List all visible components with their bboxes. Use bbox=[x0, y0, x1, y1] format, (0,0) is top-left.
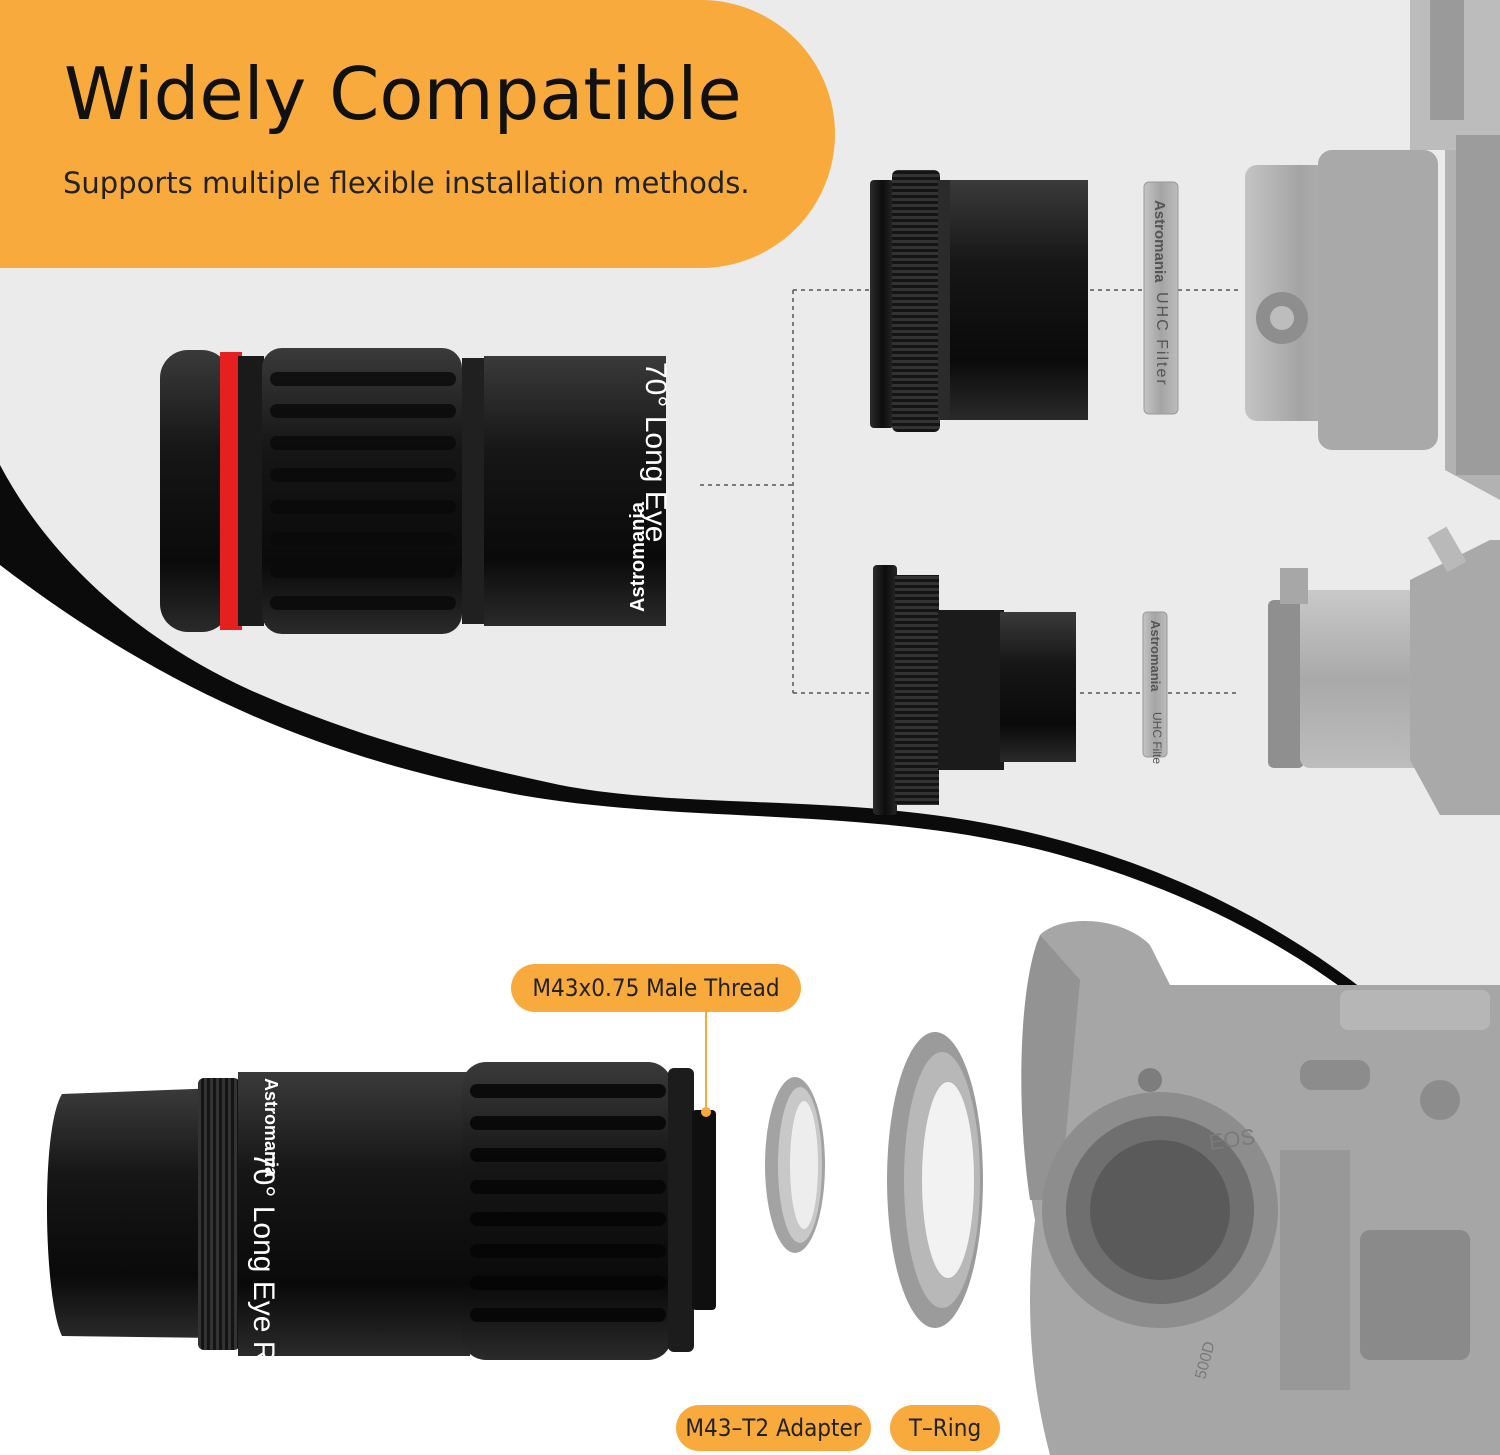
adapter-2inch bbox=[870, 170, 1088, 432]
callout-tring-label: T–Ring bbox=[890, 1405, 1000, 1451]
eyepiece-top-spec: 70° Long Eye bbox=[639, 362, 672, 542]
eyepiece-bottom-brand: Astromania bbox=[261, 1078, 281, 1178]
eyepiece-top-brand: Astromania bbox=[627, 501, 649, 612]
eyepiece-nose bbox=[484, 356, 666, 626]
page-subtitle: Supports multiple flexible installation … bbox=[63, 166, 750, 200]
uhc-filter-lower: Astromania UHC Filte bbox=[1142, 611, 1168, 764]
uhc-filter-upper-brand: Astromania bbox=[1151, 200, 1168, 283]
eyepiece-top: 70° Long Eye Astromania bbox=[160, 348, 672, 634]
eyepiece-bottom: Astromania 70° Long Eye Re bbox=[46, 1012, 716, 1379]
locking-ring bbox=[198, 1078, 240, 1350]
uhc-filter-upper-label: UHC Filter bbox=[1153, 292, 1170, 387]
t-ring bbox=[887, 1032, 983, 1328]
adapter-1-25inch bbox=[873, 565, 1076, 815]
eyecup bbox=[160, 350, 230, 632]
uhc-filter-lower-label: UHC Filte bbox=[1150, 712, 1164, 764]
eyepiece-bottom-spec: 70° Long Eye Re bbox=[247, 1152, 280, 1379]
star-diagonal-lower bbox=[1268, 526, 1500, 815]
m43-t2-adapter bbox=[765, 1077, 825, 1253]
header-banner bbox=[0, 0, 835, 268]
callout-thread-label: M43x0.75 Male Thread bbox=[511, 964, 801, 1012]
upper-background bbox=[0, 0, 1500, 1130]
callout-adapter-label: M43–T2 Adapter bbox=[676, 1405, 871, 1451]
page-title: Widely Compatible bbox=[64, 52, 742, 136]
grip-barrel bbox=[262, 348, 462, 634]
eyepiece-bottom-barrel bbox=[46, 1088, 221, 1338]
red-ring bbox=[220, 352, 242, 630]
uhc-filter-lower-brand: Astromania bbox=[1148, 620, 1163, 692]
star-diagonal-upper bbox=[1245, 0, 1500, 500]
uhc-filter-upper: Astromania UHC Filter bbox=[1143, 181, 1179, 415]
camera-body: EOS 500D bbox=[1021, 921, 1500, 1455]
